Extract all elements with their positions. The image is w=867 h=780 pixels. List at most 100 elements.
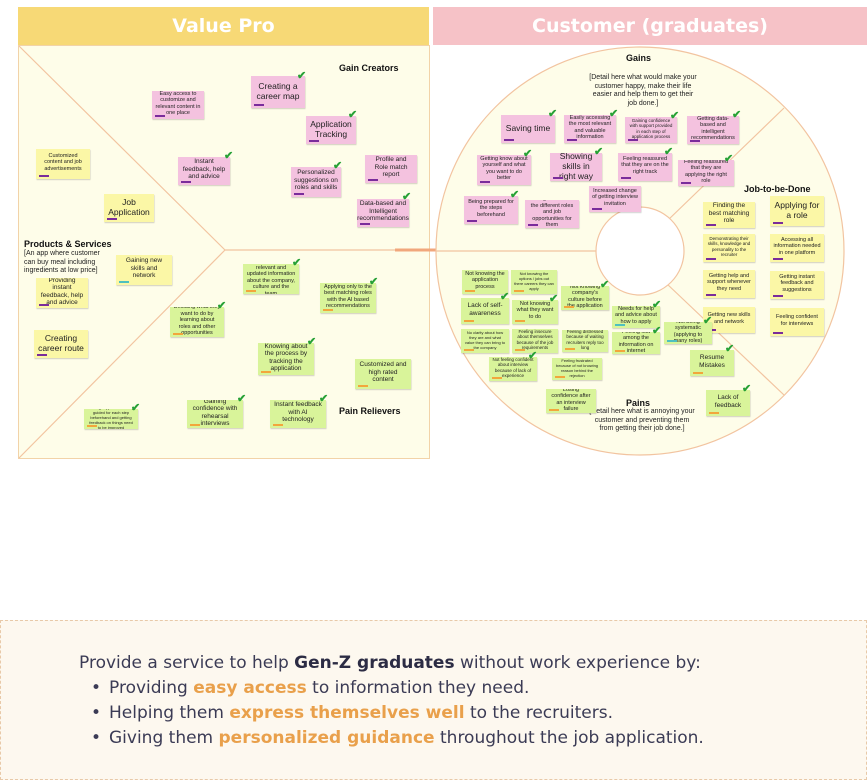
sticky-note: Lack of feedback	[706, 390, 750, 416]
sticky-note: Not knowing the application process	[462, 270, 508, 294]
sticky-note: Easily accessing the most relevant and v…	[564, 115, 616, 143]
sticky-note: Needs for help and advice about how to a…	[612, 306, 660, 328]
sticky-note: Knowing about the process by tracking th…	[258, 343, 314, 375]
sticky-note: Showing skills in right way	[550, 153, 602, 181]
sticky-note: Feeling reassured that they are on the r…	[618, 153, 672, 181]
summary-bullet: Giving them personalized guidance throug…	[91, 726, 704, 751]
sticky-note: Not feeling confident about interview be…	[489, 357, 537, 381]
check-icon: ✔	[224, 150, 234, 162]
check-icon: ✔	[369, 276, 379, 288]
summary-intro: Provide a service to help Gen-Z graduate…	[79, 653, 701, 673]
sticky-note: Deciding what they want to do by learnin…	[170, 307, 224, 337]
check-icon: ✔	[319, 393, 329, 405]
gains-description: [Detail here what would make your custom…	[589, 74, 697, 107]
sticky-note: Getting instant feedback and suggestions	[770, 271, 824, 299]
check-icon: ✔	[600, 279, 610, 291]
sticky-note: Getting data-based and intelligent recom…	[687, 116, 739, 144]
sticky-note: Lack of self-awareness	[461, 298, 509, 324]
check-icon: ✔	[652, 299, 662, 311]
sticky-note: Job Application	[104, 194, 154, 222]
sticky-note: Being prepared for the steps beforehand	[464, 196, 518, 224]
sticky-note: Instant feedback, help and advice	[178, 157, 230, 185]
sticky-note: No clarity about how they are and what v…	[461, 329, 509, 353]
check-icon: ✔	[742, 383, 752, 395]
check-icon: ✔	[333, 160, 343, 172]
summary-list: Providing easy access to information the…	[91, 676, 704, 751]
check-icon: ✔	[548, 108, 558, 120]
sticky-note: Feeling frustrated because of not knowin…	[552, 358, 602, 380]
summary-box: Provide a service to help Gen-Z graduate…	[0, 620, 867, 780]
sticky-note: Feeling lost among the information on in…	[612, 332, 660, 354]
sticky-note: Demonstrating their skills, knowledge an…	[703, 234, 755, 262]
check-icon: ✔	[594, 146, 604, 158]
sticky-note: Gaining confidence with rehearsal interv…	[187, 400, 243, 428]
sticky-note: Increased change of getting interview in…	[589, 186, 641, 212]
sticky-note: Applying only to the best matching roles…	[320, 283, 376, 313]
sticky-note: Gaining confidence with support provided…	[625, 117, 677, 143]
customer-header: Customer (graduates)	[433, 7, 867, 45]
sticky-note: Feeling distressed because of waiting re…	[562, 330, 608, 352]
pain-relievers-title: Pain Relievers	[339, 406, 401, 416]
sticky-note: Not knowing what they want to do	[512, 300, 558, 324]
sticky-note: Personalized suggestions on roles and sk…	[291, 167, 341, 197]
check-icon: ✔	[703, 315, 713, 327]
check-icon: ✔	[307, 336, 317, 348]
sticky-note: Saving time	[501, 115, 555, 143]
gain-creators-title: Gain Creators	[339, 63, 399, 73]
sticky-note: Getting know about the different roles a…	[525, 200, 579, 228]
sticky-note: Creating a career map	[251, 76, 305, 108]
check-icon: ✔	[523, 148, 533, 160]
sticky-note: Getting know about yourself and what you…	[477, 155, 531, 185]
sticky-note: Profile and Role match report	[365, 155, 417, 183]
customer-profile-circle	[435, 46, 845, 456]
check-icon: ✔	[664, 146, 674, 158]
customer-title: Customer (graduates)	[532, 15, 768, 37]
summary-bullet: Helping them express themselves well to …	[91, 701, 704, 726]
sticky-note: Customized and high rated content	[355, 359, 411, 389]
value-pro-header: Value Pro	[18, 7, 429, 45]
sticky-note: Losing confidence after an interview fai…	[546, 389, 596, 413]
check-icon: ✔	[131, 402, 141, 414]
sticky-note: Feeling reassured that they are applying…	[678, 160, 734, 186]
sticky-note: Getting support and being guided for eac…	[84, 409, 138, 429]
sticky-note: Providing instant feedback, help and adv…	[36, 278, 88, 308]
value-pro-title: Value Pro	[172, 15, 275, 37]
sticky-note: Not knowing company's culture before the…	[561, 286, 609, 310]
pains-description: [Detail here what is annoying your custo…	[589, 408, 695, 432]
check-icon: ✔	[348, 109, 358, 121]
sticky-note: Getting most relevant and updated inform…	[243, 264, 299, 294]
products-services-description: [An app where customer can buy meal incl…	[24, 250, 100, 274]
summary-bullet: Providing easy access to information the…	[91, 676, 704, 701]
check-icon: ✔	[549, 293, 559, 305]
sticky-note: Creating career route	[34, 330, 88, 358]
sticky-note: Accessing all information needed in one …	[770, 234, 824, 262]
check-icon: ✔	[724, 153, 734, 165]
check-icon: ✔	[725, 343, 735, 355]
check-icon: ✔	[652, 325, 662, 337]
check-icon: ✔	[402, 191, 412, 203]
check-icon: ✔	[297, 70, 307, 82]
sticky-note: Getting help and support whenever they n…	[703, 270, 755, 298]
summary-text: Provide a service to help Gen-Z graduate…	[79, 651, 704, 751]
sticky-note: Not being systematic (applying to many r…	[664, 322, 712, 344]
gains-title: Gains	[626, 53, 652, 63]
check-icon: ✔	[528, 350, 538, 362]
check-icon: ✔	[732, 109, 742, 121]
check-icon: ✔	[500, 291, 510, 303]
check-icon: ✔	[670, 110, 680, 122]
check-icon: ✔	[237, 393, 247, 405]
job-to-be-done-title: Job-to-be-Done	[744, 184, 811, 194]
sticky-note: Instant feedback with AI technology	[270, 400, 326, 428]
pains-title: Pains	[626, 398, 651, 408]
check-icon: ✔	[217, 300, 227, 312]
sticky-note: Application Tracking	[306, 116, 356, 144]
check-icon: ✔	[609, 108, 619, 120]
check-icon: ✔	[292, 257, 302, 269]
check-icon: ✔	[510, 189, 520, 201]
sticky-note: Data-based and Intelligent recommendatio…	[357, 199, 409, 227]
sticky-note: Finding the best matching role	[703, 202, 755, 228]
sticky-note: Not knowing the options / jobs out there…	[511, 270, 557, 294]
products-services-title: Products & Services	[24, 239, 112, 249]
sticky-note: Gaining new skills and network	[116, 255, 172, 285]
sticky-note: Feeling insecure about themselves becaus…	[512, 329, 558, 353]
